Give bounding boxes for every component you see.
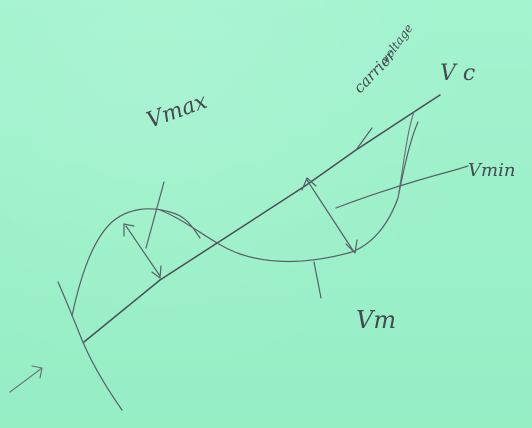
vmin-arrow-head-bottom <box>345 239 358 254</box>
corner-arrow-icon <box>9 365 43 393</box>
vmin-arrow-shaft <box>306 179 355 253</box>
upper-right-stroke <box>397 111 415 199</box>
vmin-arrow-head-top <box>301 177 317 191</box>
vmax-arrow-head-top <box>123 223 135 237</box>
vmax-arrow-head-bottom <box>151 265 162 279</box>
left-axis-line <box>57 281 123 411</box>
upper-envelope <box>71 208 201 317</box>
vmax-arrow-shaft <box>125 225 161 277</box>
vmax-leader-line <box>145 181 165 249</box>
vmin-label: Vmin <box>468 160 515 181</box>
carrier-leader-line <box>355 127 373 151</box>
vm-label: Vm <box>356 306 396 334</box>
vmin-leader-line <box>335 165 469 209</box>
lower-envelope <box>159 121 419 262</box>
vm-leader-line <box>313 261 322 299</box>
vmax-label: Vmax <box>144 89 212 134</box>
carrier-line <box>83 94 441 343</box>
vc-label: V c <box>440 61 475 86</box>
